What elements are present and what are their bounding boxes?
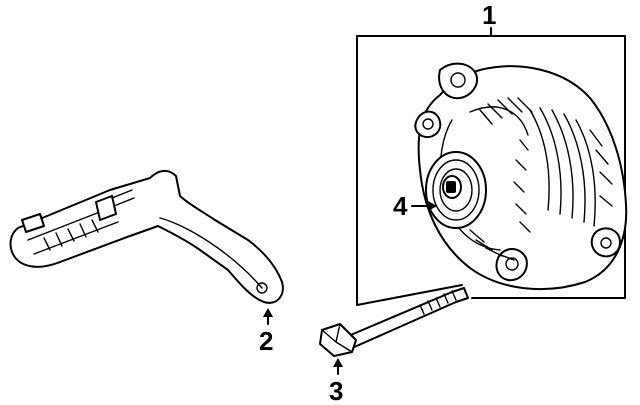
callout-2-label: 2	[259, 326, 273, 356]
callout-2-arrowhead	[263, 308, 273, 317]
callout-3-arrowhead	[333, 358, 343, 367]
alternator	[414, 62, 628, 291]
callout-1-bracket	[356, 35, 626, 299]
callout-1-label: 1	[482, 0, 496, 30]
adjusting-bracket	[9, 170, 284, 304]
pulley	[425, 151, 487, 229]
callout-3[interactable]: 3	[329, 358, 343, 405]
callout-1[interactable]: 1	[356, 0, 626, 306]
callout-4[interactable]: 4	[393, 191, 437, 221]
callout-4-label: 4	[393, 191, 408, 221]
mounting-bolt	[319, 287, 469, 357]
callout-3-label: 3	[329, 376, 343, 405]
callout-4-arrowhead	[428, 201, 437, 211]
callout-1-bracket-left	[356, 35, 463, 306]
callout-2[interactable]: 2	[259, 308, 273, 356]
